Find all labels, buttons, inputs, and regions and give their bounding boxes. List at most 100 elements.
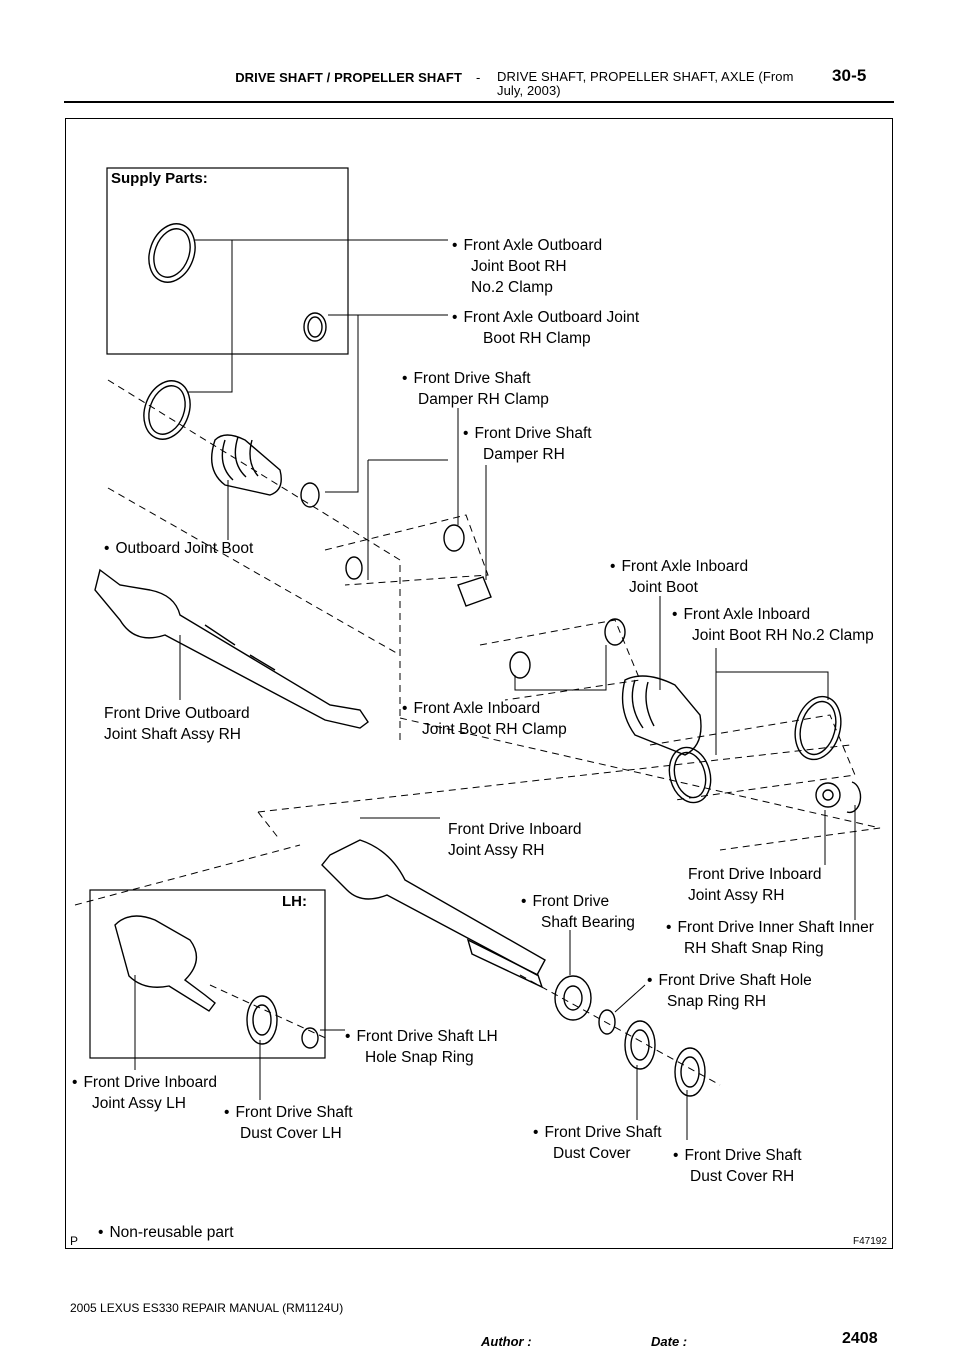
label-inboard-joint-assy-lh: Front Drive Inboard Joint Assy LH: [72, 1072, 217, 1114]
label-axle-inboard-boot-clamp: Front Axle Inboard Joint Boot RH Clamp: [402, 698, 567, 740]
hole-snap-ring: [598, 1009, 616, 1035]
assembly-guide-line: [649, 714, 856, 801]
assembly-guide-line: [74, 844, 301, 906]
assembly-guide-line: [257, 744, 851, 813]
label-axle-inboard-boot: Front Axle Inboard Joint Boot: [610, 556, 748, 598]
clamp-large-supply: [148, 223, 196, 283]
label-line: Dust Cover RH: [690, 1168, 795, 1185]
shaft-bearing: [554, 975, 592, 1021]
inboard-clamp-large: [794, 695, 842, 761]
lh-hole-snap-ring: [301, 1027, 319, 1049]
label-line: Front Drive Shaft: [224, 1102, 352, 1123]
snap-ring-inner: [846, 781, 862, 814]
label-line: Front Axle Inboard: [672, 604, 874, 625]
leader-line: [614, 984, 646, 1013]
label-line: Front Drive Shaft: [673, 1145, 801, 1166]
label-line: Outboard Joint Boot: [104, 538, 253, 559]
label-line: Snap Ring RH: [667, 993, 767, 1010]
label-line: Joint Assy RH: [688, 887, 785, 904]
page-number: 2408: [842, 1330, 878, 1347]
tripod-joint: [815, 782, 841, 808]
assembly-guide-line: [519, 974, 721, 1086]
label-dust-cover-rh: Front Drive Shaft Dust Cover RH: [673, 1145, 801, 1187]
damper-clamp-2: [345, 556, 363, 580]
label-inboard-joint-assy-right: Front Drive Inboard Joint Assy RH: [688, 864, 822, 906]
outboard-boot: [211, 434, 282, 496]
label-line: Joint Boot RH No.2 Clamp: [692, 627, 874, 644]
supply-parts-title: Supply Parts:: [111, 170, 208, 187]
label-line: Joint Shaft Assy RH: [104, 726, 241, 743]
inboard-clamp-small-2: [509, 651, 531, 679]
header-section: DRIVE SHAFT / PROPELLER SHAFT: [235, 70, 462, 85]
label-line: Front Drive Shaft Hole: [647, 970, 811, 991]
label-hole-snap-ring-rh: Front Drive Shaft Hole Snap Ring RH: [647, 970, 811, 1012]
label-line: Front Drive Inboard: [72, 1072, 217, 1093]
label-line: Front Axle Outboard Joint: [452, 307, 639, 328]
label-line: Front Drive Inboard: [448, 821, 582, 838]
inboard-boot: [621, 675, 702, 756]
label-line: Hole Snap Ring: [365, 1049, 474, 1066]
assembly-guide-line: [107, 379, 401, 745]
assembly-guide-line: [324, 514, 489, 586]
header-subsection: DRIVE SHAFT, PROPELLER SHAFT, AXLE (From…: [497, 69, 794, 98]
leader-line: [716, 671, 829, 700]
date-label: Date :: [651, 1334, 688, 1349]
label-outboard-joint-shaft: Front Drive Outboard Joint Shaft Assy RH: [104, 703, 250, 745]
label-line: No.2 Clamp: [471, 279, 553, 296]
label-inner-shaft-snap-ring: Front Drive Inner Shaft Inner RH Shaft S…: [666, 917, 873, 959]
manual-footer: 2005 LEXUS ES330 REPAIR MANUAL (RM1124U): [70, 1301, 344, 1315]
damper-clamp: [443, 524, 465, 552]
supply-parts-box: [106, 167, 349, 355]
label-outboard-joint-boot: Outboard Joint Boot: [104, 538, 253, 559]
assembly-guide-line: [479, 619, 641, 701]
label-line: Front Drive Inboard: [688, 866, 822, 883]
label-line: RH Shaft Snap Ring: [684, 940, 824, 957]
label-line: Front Drive Inner Shaft Inner: [666, 917, 873, 938]
label-line: Dust Cover: [553, 1145, 631, 1162]
header-page-code: 30-5: [832, 66, 867, 85]
label-line: Damper RH: [483, 446, 565, 463]
leader-line: [188, 240, 233, 393]
label-inboard-joint-assy-upper: Front Drive Inboard Joint Assy RH: [448, 819, 582, 861]
label-line: Joint Boot: [629, 579, 698, 596]
author-label: Author :: [481, 1334, 532, 1349]
label-line: Front Drive Shaft: [533, 1122, 661, 1143]
clamp-small-supply: [303, 312, 327, 342]
label-line: Shaft Bearing: [541, 914, 635, 931]
clamp-small: [300, 482, 320, 508]
label-non-reusable: Non-reusable part: [98, 1222, 233, 1243]
outboard-joint-shaft: [94, 568, 369, 729]
leader-line: [325, 315, 359, 493]
label-axle-outboard-boot-no2-clamp: Front Axle Outboard Joint Boot RH No.2 C…: [452, 235, 602, 298]
clamp-large: [143, 380, 191, 440]
label-line: Joint Boot RH: [471, 258, 567, 275]
inboard-clamp-small: [604, 618, 626, 646]
inboard-clamp-large-2: [668, 746, 712, 804]
header-dash: -: [476, 70, 481, 85]
lh-box: [89, 889, 326, 1059]
label-axle-outboard-boot-clamp: Front Axle Outboard Joint Boot RH Clamp: [452, 307, 639, 349]
label-dust-cover-lh: Front Drive Shaft Dust Cover LH: [224, 1102, 352, 1144]
dust-cover-lh: [246, 995, 278, 1045]
label-line: Damper RH Clamp: [418, 391, 549, 408]
label-line: Front Axle Inboard: [402, 698, 567, 719]
dust-cover: [624, 1020, 656, 1070]
label-line: Joint Boot RH Clamp: [422, 721, 567, 738]
label-line: Front Drive Shaft: [402, 368, 549, 389]
inboard-joint-assy-lh: [114, 915, 216, 1012]
dust-cover-rh: [674, 1047, 706, 1097]
label-axle-inboard-boot-no2-clamp: Front Axle Inboard Joint Boot RH No.2 Cl…: [672, 604, 874, 646]
leader-line: [514, 645, 607, 691]
lh-title: LH:: [282, 893, 307, 910]
label-line: Front Drive Shaft: [463, 423, 591, 444]
header-rule: [64, 101, 894, 103]
label-line: Boot RH Clamp: [483, 330, 591, 347]
label-damper: Front Drive Shaft Damper RH: [463, 423, 591, 465]
damper: [457, 576, 492, 607]
label-line: Front Drive Shaft LH: [345, 1026, 497, 1047]
p-mark: P: [70, 1234, 79, 1248]
label-line: Joint Assy LH: [92, 1095, 186, 1112]
label-line: Dust Cover LH: [240, 1125, 342, 1142]
label-line: Front Axle Outboard: [452, 235, 602, 256]
